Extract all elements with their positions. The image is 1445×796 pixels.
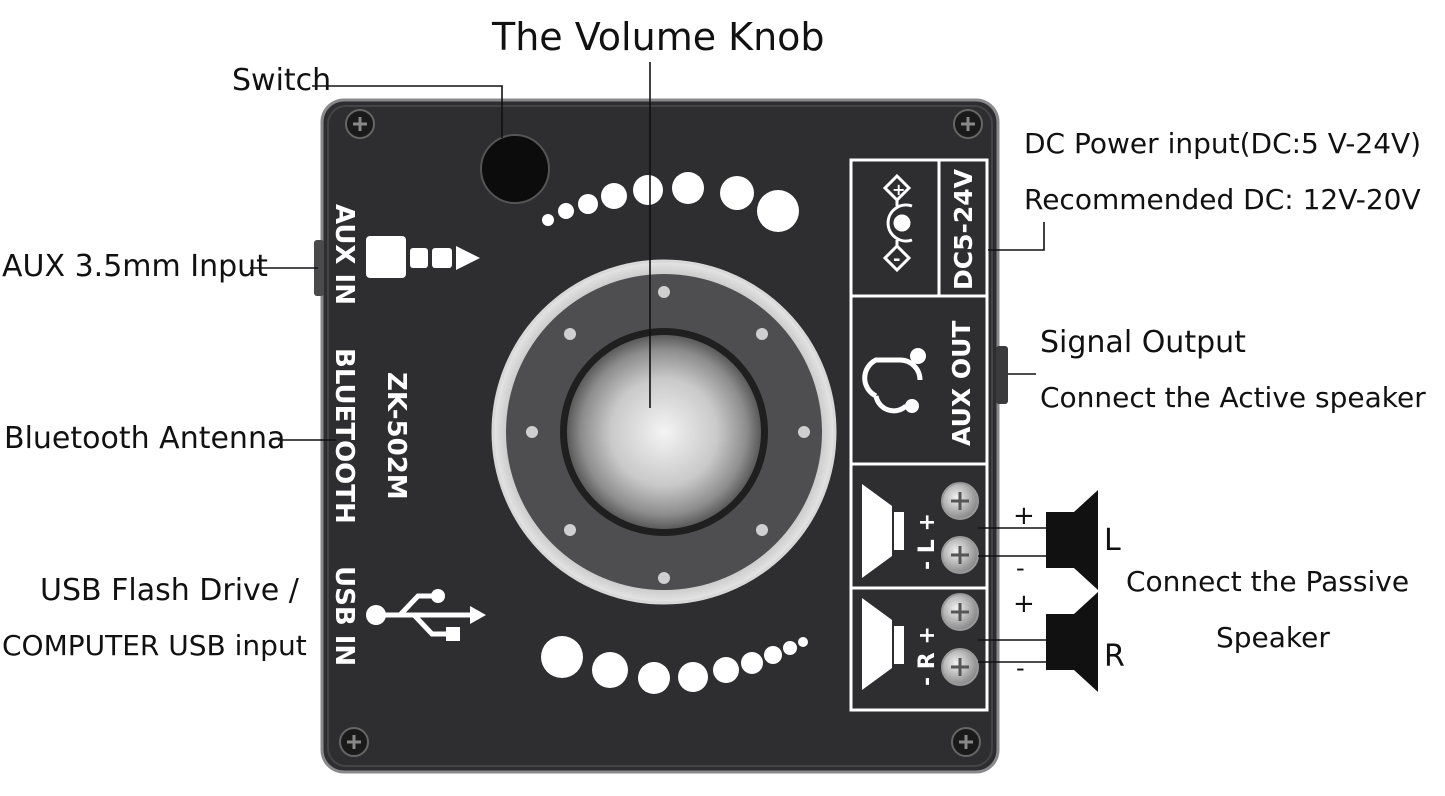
- aux-out-silk: AUX OUT: [947, 321, 976, 446]
- dc-power-label-line1: DC Power input(DC:5 V-24V): [1024, 127, 1422, 160]
- aux-out-jack: [996, 346, 1008, 404]
- aux-jack-icon: [366, 236, 480, 278]
- passive-speaker-right-icon: [1046, 592, 1098, 692]
- led-indicator-lower: [541, 636, 808, 694]
- aux-in-silk: AUX IN: [329, 204, 359, 305]
- speaker-left-icon: [862, 484, 904, 578]
- terminal-screw-icon: [941, 482, 979, 520]
- right-plus-sign: +: [1013, 589, 1035, 619]
- switch-label: Switch: [232, 63, 332, 98]
- right-channel-silk: - R +: [915, 626, 940, 686]
- left-channel-silk: - L +: [915, 513, 940, 570]
- power-switch-button[interactable]: [480, 134, 550, 204]
- screw-icon: [345, 109, 375, 139]
- volume-knob[interactable]: [491, 259, 837, 605]
- dc-power-label-line2: Recommended DC: 12V-20V: [1024, 183, 1421, 216]
- right-minus-sign: -: [1016, 654, 1025, 682]
- board-edge-highlight: [327, 105, 993, 767]
- usb-in-silk: USB IN: [329, 566, 359, 666]
- bluetooth-silk: BLUETOOTH: [329, 348, 359, 524]
- dc-rating-silk: DC5-24V: [949, 168, 978, 290]
- bluetooth-antenna-label: Bluetooth Antenna: [4, 421, 286, 456]
- terminal-screw-icon: [941, 536, 979, 574]
- aux-input-label: AUX 3.5mm Input: [2, 249, 268, 284]
- screw-icon: [339, 727, 369, 757]
- terminal-screw-icon: [941, 648, 979, 686]
- screw-icon: [953, 109, 983, 139]
- signal-output-label-line2: Connect the Active speaker: [1040, 381, 1426, 414]
- volume-knob-title: The Volume Knob: [492, 15, 825, 59]
- led-indicator-upper: [542, 172, 799, 232]
- passive-speaker-label-line1: Connect the Passive: [1126, 565, 1410, 598]
- passive-speaker-left-icon: [1046, 490, 1098, 590]
- right-speaker-label: R: [1104, 639, 1125, 674]
- usb-input-label-line1: USB Flash Drive /: [40, 573, 299, 608]
- speaker-right-icon: [862, 598, 904, 690]
- passive-speaker-label-line2: Speaker: [1216, 621, 1330, 654]
- aux-in-jack: [314, 240, 324, 296]
- dc-plus-silk: +: [892, 180, 905, 199]
- dc-minus-silk: -: [893, 249, 900, 270]
- terminal-screw-icon: [941, 593, 979, 631]
- left-plus-sign: +: [1013, 501, 1035, 531]
- left-minus-sign: -: [1016, 554, 1025, 582]
- signal-output-label-line1: Signal Output: [1040, 325, 1246, 360]
- leader-lines: [250, 62, 1046, 663]
- knob-marker-dots: [526, 286, 810, 584]
- left-speaker-label: L: [1104, 523, 1121, 558]
- screw-icon: [951, 727, 981, 757]
- usb-icon: [366, 589, 486, 641]
- usb-input-label-line2: COMPUTER USB input: [2, 629, 307, 662]
- model-number-silk: ZK-502M: [381, 372, 411, 500]
- dc-polarity-icon: [882, 173, 913, 273]
- headphone-icon: [862, 348, 926, 414]
